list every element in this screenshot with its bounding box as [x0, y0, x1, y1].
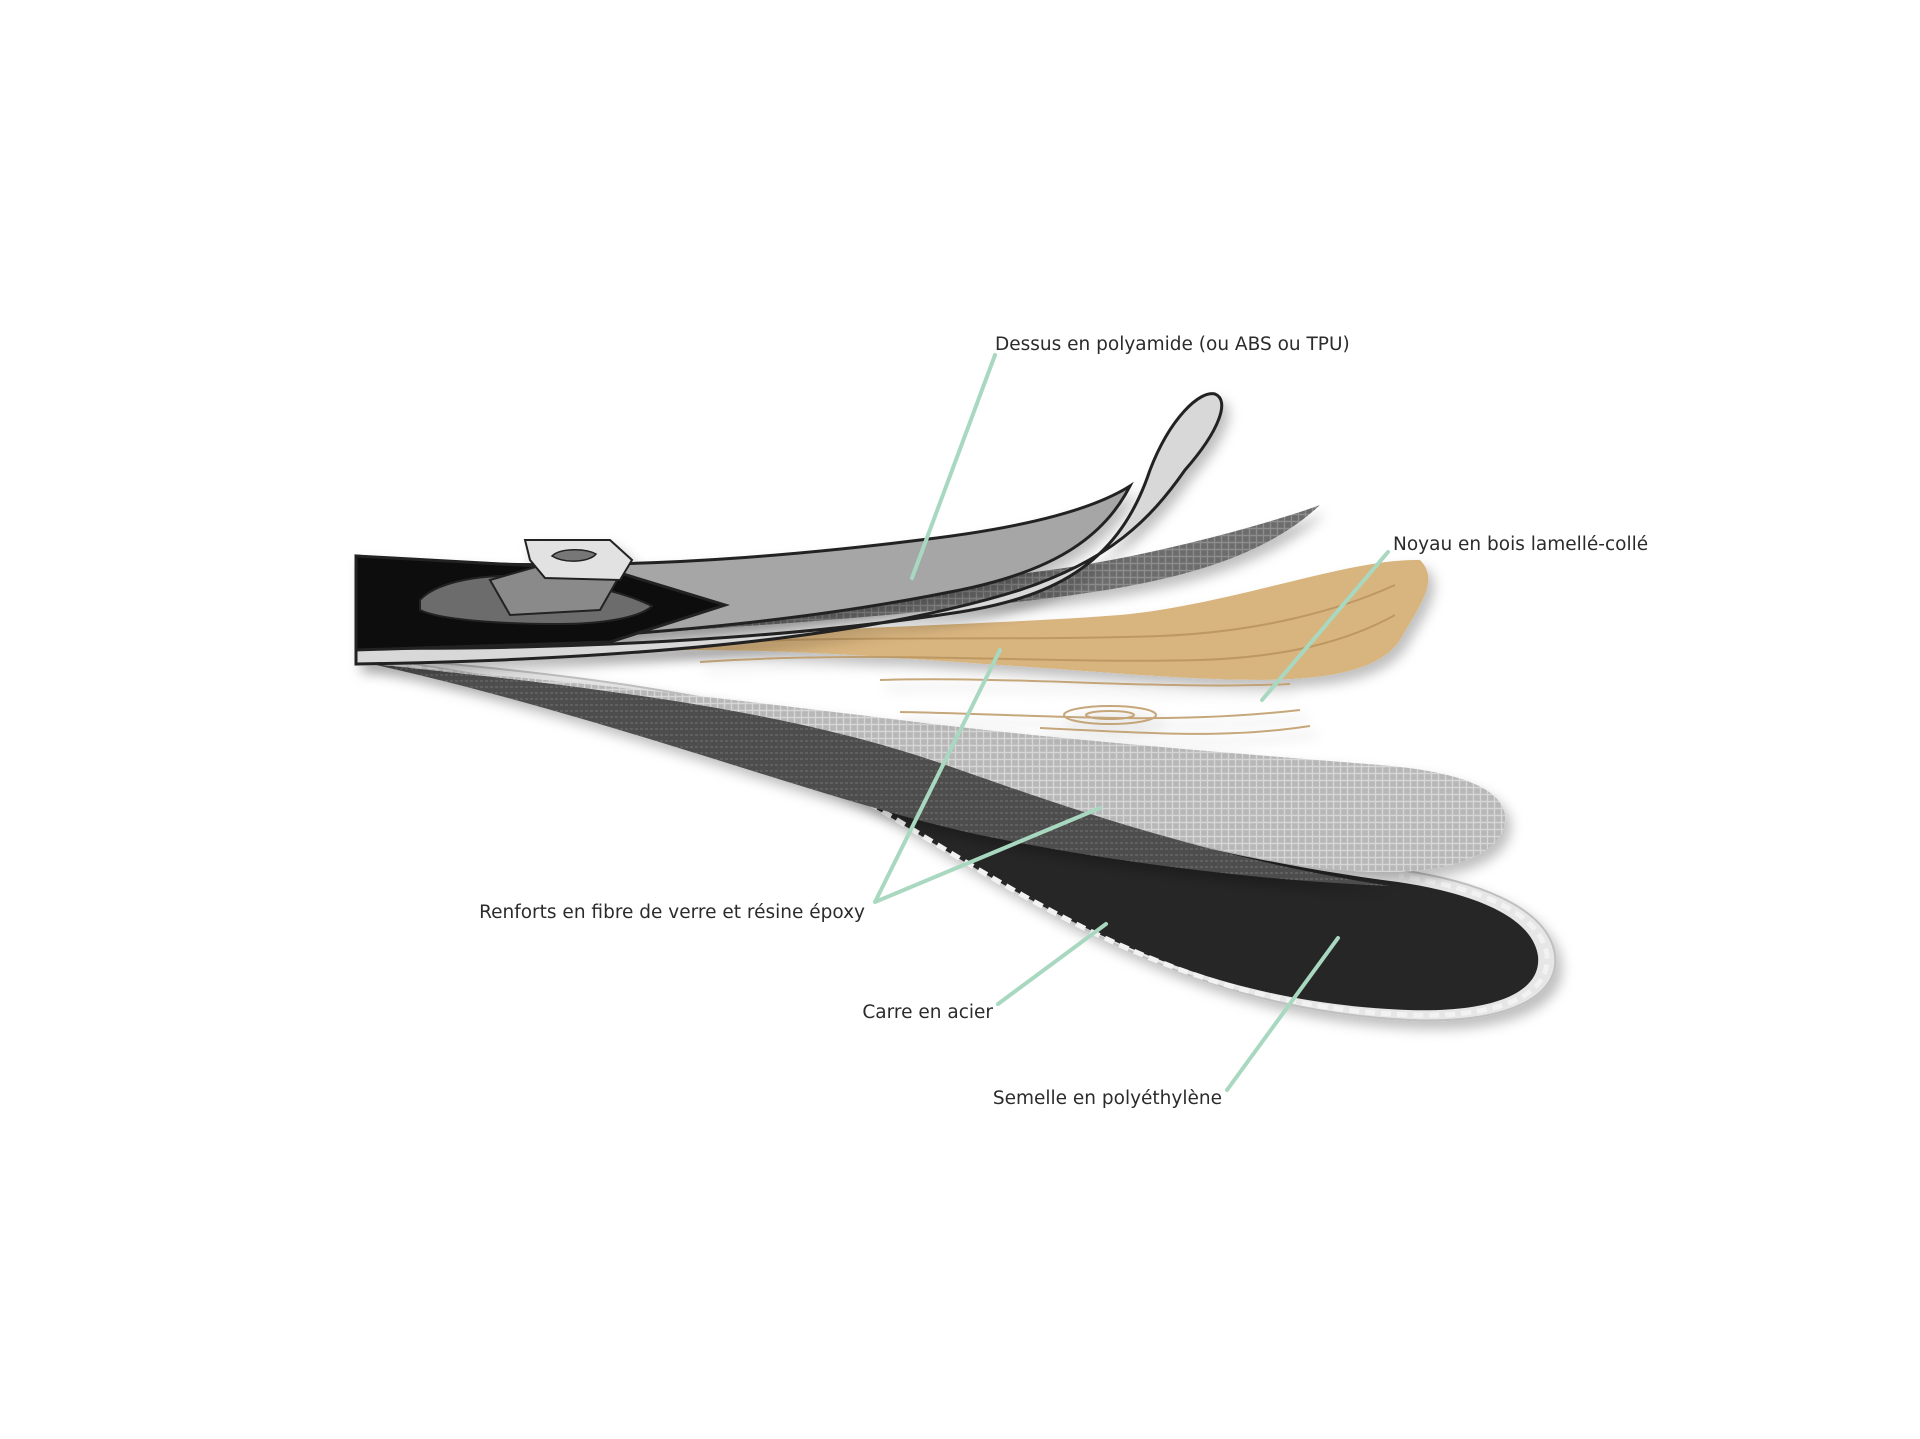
label-topsheet: Dessus en polyamide (ou ABS ou TPU) [995, 334, 1350, 355]
polyethylene-base [372, 664, 1539, 1011]
leader-base [1225, 936, 1340, 1092]
topsheet-edge [354, 392, 1224, 666]
leader-topsheet [910, 353, 997, 580]
label-edge: Carre en acier [862, 1002, 993, 1023]
topsheet-layer [354, 392, 1224, 666]
wood-core [500, 559, 1429, 680]
upper-fiberglass-sheet [360, 505, 1320, 652]
leader-core [1260, 550, 1390, 702]
lower-fiberglass-layer [372, 664, 1506, 886]
labels: Dessus en polyamide (ou ABS ou TPU) Noya… [479, 334, 1648, 1109]
label-base: Semelle en polyéthylène [993, 1088, 1222, 1109]
leader-lines [873, 353, 1390, 1092]
upper-fiberglass-layer [360, 505, 1320, 652]
lower-fiberglass-sheet [372, 664, 1506, 873]
leader-reinforcement [873, 648, 1102, 904]
steel-edge-dashes [363, 657, 1550, 1018]
leader-edge [996, 922, 1108, 1006]
label-core: Noyau en bois lamellé-collé [1393, 534, 1648, 555]
label-reinforcement: Renforts en fibre de verre et résine épo… [479, 902, 865, 923]
ski-binding-icon [419, 539, 654, 626]
lower-fiberglass-band [372, 664, 1390, 886]
wood-core-layer [500, 559, 1429, 735]
